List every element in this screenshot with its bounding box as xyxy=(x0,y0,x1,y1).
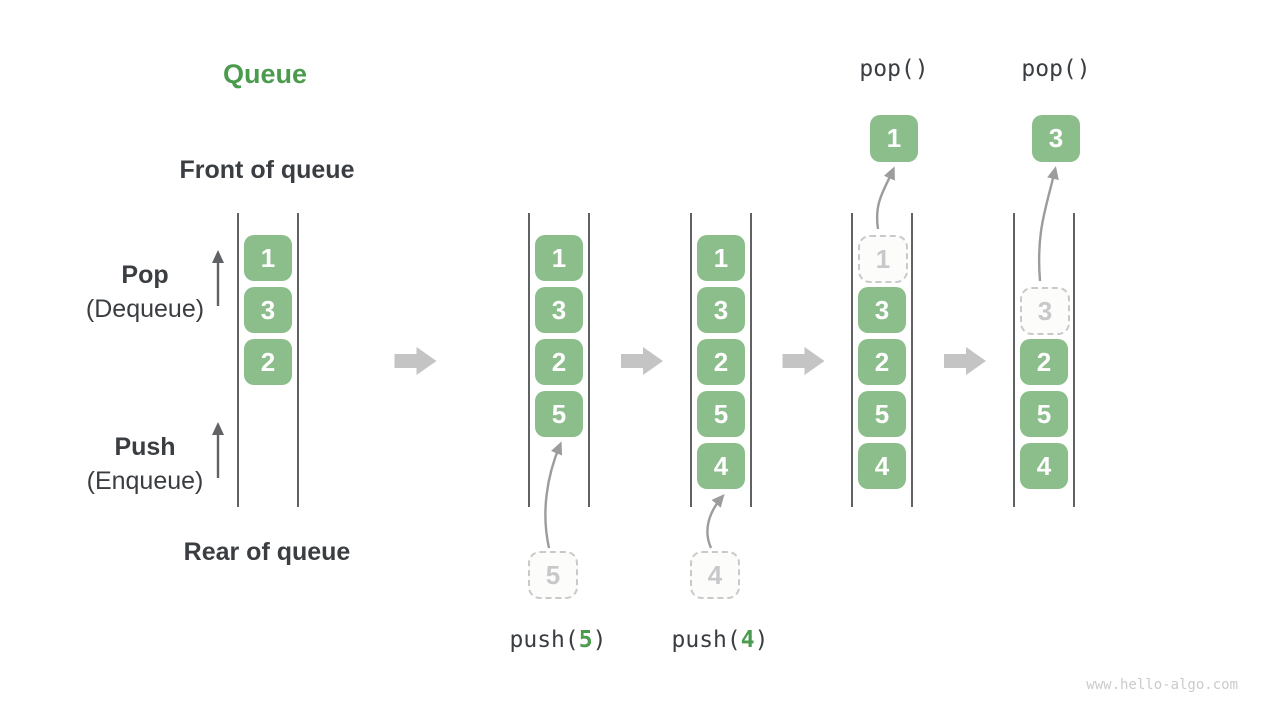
queue-item: 2 xyxy=(858,339,906,385)
push-arrow xyxy=(706,493,725,549)
enqueue-label: (Enqueue) xyxy=(86,467,204,495)
push-call-label: push(5) xyxy=(478,627,638,653)
push-label-block: Push (Enqueue) xyxy=(45,430,245,498)
queue-item: 4 xyxy=(858,443,906,489)
queue-item: 4 xyxy=(1020,443,1068,489)
queue-wall xyxy=(690,213,692,507)
queue-item-ghost: 1 xyxy=(858,235,908,283)
queue-wall xyxy=(588,213,590,507)
queue-item: 5 xyxy=(697,391,745,437)
queue-item: 5 xyxy=(858,391,906,437)
queue-item: 2 xyxy=(244,339,292,385)
queue-wall xyxy=(750,213,752,507)
queue-item: 5 xyxy=(1020,391,1068,437)
queue-item-ghost: 3 xyxy=(1020,287,1070,335)
pop-label-block: Pop (Dequeue) xyxy=(45,258,245,326)
push-label: Push xyxy=(114,433,176,461)
queue-item: 2 xyxy=(1020,339,1068,385)
popped-item: 3 xyxy=(1032,115,1080,162)
queue-item: 3 xyxy=(244,287,292,333)
queue-item: 1 xyxy=(697,235,745,281)
push-call-prefix: push( xyxy=(671,627,741,653)
queue-wall xyxy=(851,213,853,507)
push-item-ghost: 5 xyxy=(528,551,578,599)
push-call-prefix: push( xyxy=(509,627,579,653)
watermark: www.hello-algo.com xyxy=(1086,677,1238,693)
push-call-label: push(4) xyxy=(640,627,800,653)
dequeue-label: (Dequeue) xyxy=(85,295,205,323)
pop-arrow xyxy=(875,166,895,230)
queue-item: 4 xyxy=(697,443,745,489)
queue-wall xyxy=(911,213,913,507)
transition-arrow xyxy=(782,347,825,375)
queue-item: 5 xyxy=(535,391,583,437)
push-call-arg: 4 xyxy=(740,627,755,653)
transition-arrow xyxy=(394,347,437,375)
queue-wall xyxy=(237,213,239,507)
transition-arrow xyxy=(944,347,986,375)
queue-item: 1 xyxy=(244,235,292,281)
push-item-ghost: 4 xyxy=(690,551,740,599)
queue-item: 2 xyxy=(535,339,583,385)
queue-wall xyxy=(1013,213,1015,507)
front-of-queue-label: Front of queue xyxy=(179,156,355,184)
queue-wall xyxy=(297,213,299,507)
queue-wall xyxy=(528,213,530,507)
pop-arrow xyxy=(1037,166,1059,282)
pop-label: Pop xyxy=(121,261,169,289)
pop-call-label: pop() xyxy=(859,56,929,82)
pop-call-label: pop() xyxy=(1021,56,1091,82)
queue-item: 3 xyxy=(535,287,583,333)
rear-of-queue-label: Rear of queue xyxy=(183,538,351,566)
push-call-suffix: ) xyxy=(592,627,607,653)
push-call-arg: 5 xyxy=(578,627,593,653)
queue-item: 3 xyxy=(858,287,906,333)
transition-arrow xyxy=(621,347,663,375)
push-arrow xyxy=(544,441,563,549)
queue-item: 1 xyxy=(535,235,583,281)
diagram-title: Queue xyxy=(222,59,308,89)
push-call-suffix: ) xyxy=(754,627,769,653)
queue-item: 2 xyxy=(697,339,745,385)
popped-item: 1 xyxy=(870,115,918,162)
queue-wall xyxy=(1073,213,1075,507)
queue-item: 3 xyxy=(697,287,745,333)
